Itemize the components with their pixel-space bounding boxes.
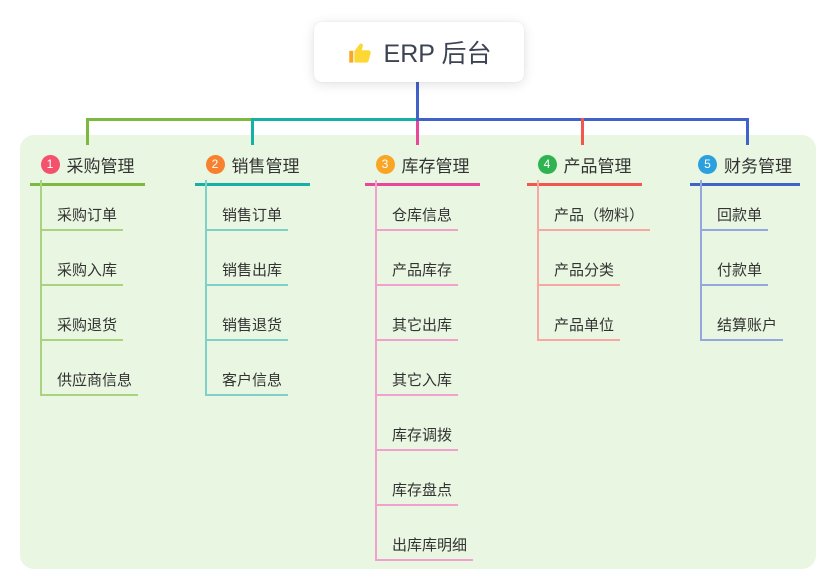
child-outbound-detail[interactable]: 出库库明细 xyxy=(375,536,474,561)
branch-3-child-line xyxy=(375,180,377,560)
branch-5-finance[interactable]: 5 财务管理 xyxy=(690,152,800,186)
connector-rail-teal xyxy=(251,118,419,121)
branch-5-number-badge: 5 xyxy=(698,155,717,174)
child-stock-transfer[interactable]: 库存调拨 xyxy=(375,426,459,451)
child-settlement-account[interactable]: 结算账户 xyxy=(700,316,784,341)
child-purchase-order[interactable]: 采购订单 xyxy=(40,206,124,231)
child-payment-note[interactable]: 付款单 xyxy=(700,261,769,286)
child-purchase-inbound[interactable]: 采购入库 xyxy=(40,261,124,286)
branch-2-child-line xyxy=(205,180,207,395)
child-product-material[interactable]: 产品（物料） xyxy=(537,206,651,231)
thumbs-up-icon xyxy=(347,39,374,66)
child-sales-outbound[interactable]: 销售出库 xyxy=(205,261,289,286)
child-product-unit[interactable]: 产品单位 xyxy=(537,316,621,341)
branch-2-label: 销售管理 xyxy=(231,157,300,176)
branch-3-inventory[interactable]: 3 库存管理 xyxy=(365,152,480,186)
branch-4-number-badge: 4 xyxy=(537,155,557,174)
connector-drop-branch5 xyxy=(746,118,749,145)
root-label: ERP 后台 xyxy=(383,40,492,68)
branch-2-number-badge: 2 xyxy=(205,155,225,174)
child-product-category[interactable]: 产品分类 xyxy=(537,261,621,286)
child-receipt-note[interactable]: 回款单 xyxy=(700,206,769,231)
branch-3-number-badge: 3 xyxy=(375,155,395,174)
branch-1-child-line xyxy=(40,180,42,395)
child-product-stock[interactable]: 产品库存 xyxy=(375,261,459,286)
child-sales-return[interactable]: 销售退货 xyxy=(205,316,289,341)
branch-1-number-badge: 1 xyxy=(40,155,60,174)
branch-1-procurement[interactable]: 1 采购管理 xyxy=(30,152,145,186)
branch-5-label: 财务管理 xyxy=(724,157,792,176)
connector-drop-branch1 xyxy=(86,118,89,145)
child-purchase-return[interactable]: 采购退货 xyxy=(40,316,124,341)
branch-5-child-line xyxy=(700,180,702,340)
branch-4-label: 产品管理 xyxy=(563,157,632,176)
child-other-outbound[interactable]: 其它出库 xyxy=(375,316,459,341)
child-supplier-info[interactable]: 供应商信息 xyxy=(40,371,139,396)
branch-2-sales[interactable]: 2 销售管理 xyxy=(195,152,310,186)
branch-1-label: 采购管理 xyxy=(66,157,135,176)
connector-rail-green xyxy=(86,118,254,121)
child-stock-count[interactable]: 库存盘点 xyxy=(375,481,459,506)
child-other-inbound[interactable]: 其它入库 xyxy=(375,371,459,396)
connector-root-stem xyxy=(416,82,419,121)
branches-panel xyxy=(20,135,816,569)
connector-drop-branch4 xyxy=(581,118,584,145)
child-customer-info[interactable]: 客户信息 xyxy=(205,371,289,396)
connector-drop-branch2 xyxy=(251,118,254,145)
connector-drop-branch3 xyxy=(416,121,419,145)
root-node[interactable]: ERP 后台 xyxy=(314,22,524,82)
branch-4-product[interactable]: 4 产品管理 xyxy=(527,152,642,186)
child-warehouse-info[interactable]: 仓库信息 xyxy=(375,206,459,231)
branch-3-label: 库存管理 xyxy=(401,157,470,176)
branch-4-child-line xyxy=(537,180,539,340)
child-sales-order[interactable]: 销售订单 xyxy=(205,206,289,231)
